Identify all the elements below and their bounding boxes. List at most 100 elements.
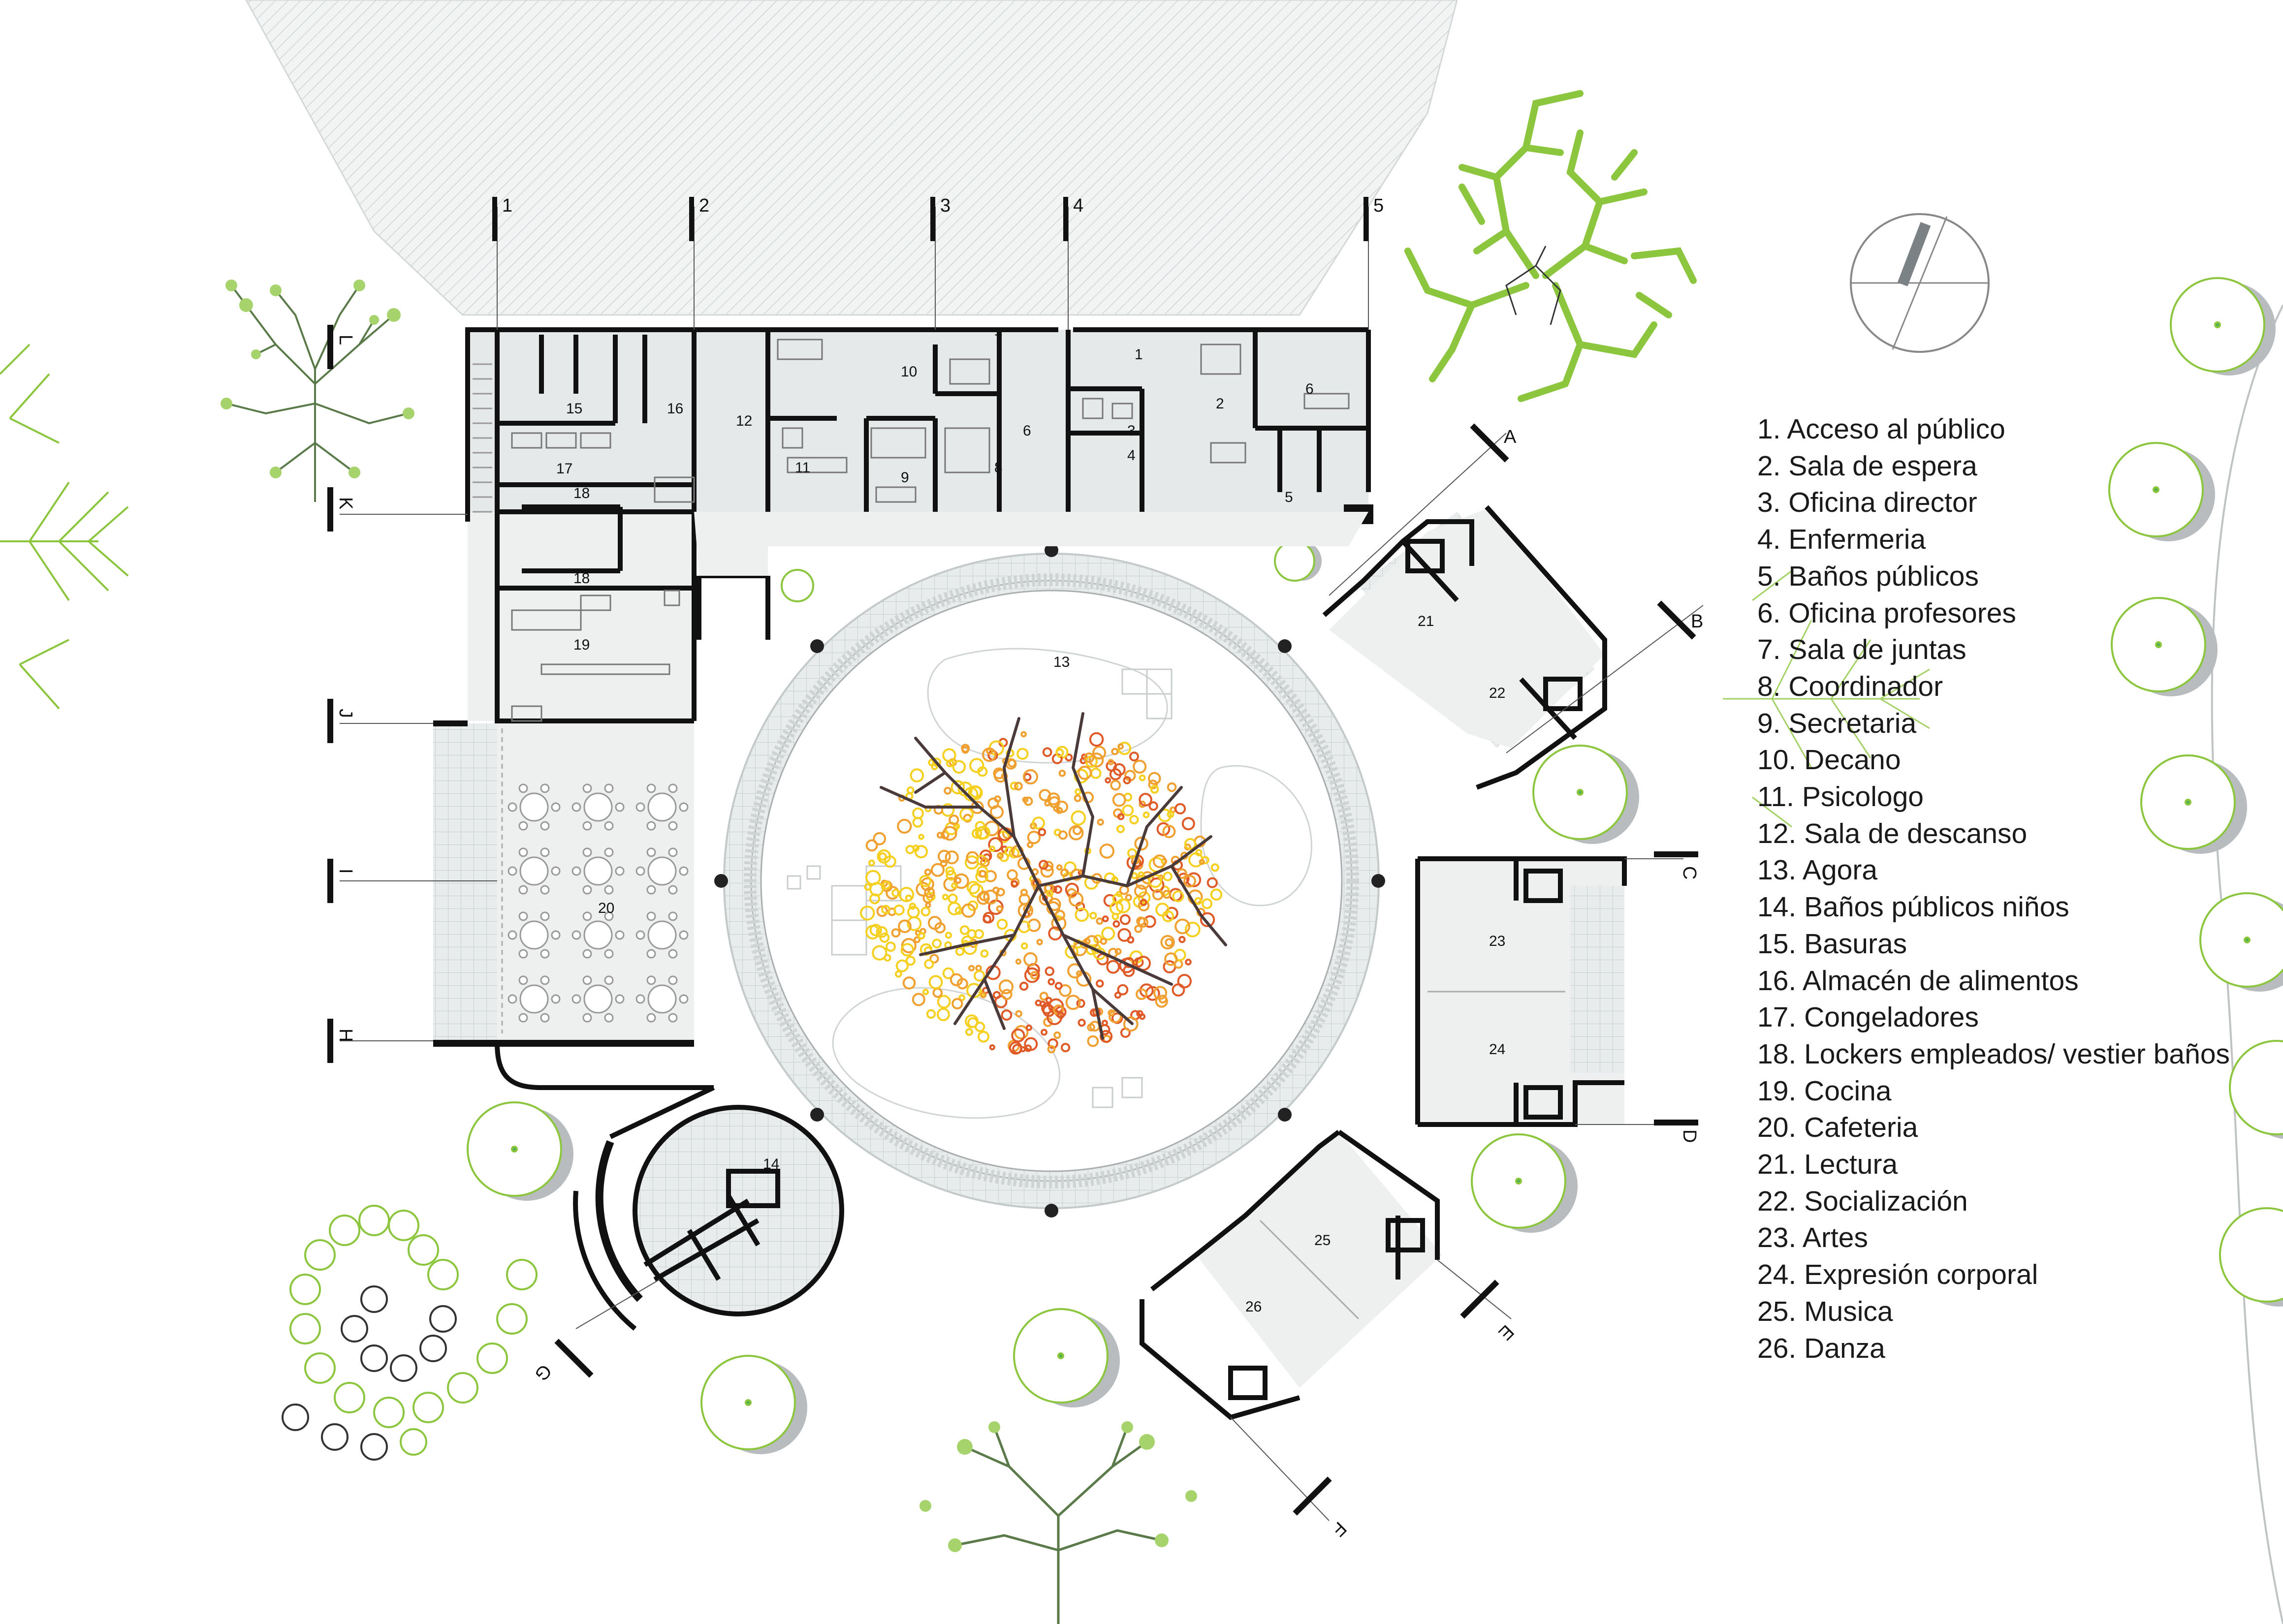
cafeteria-chair bbox=[540, 783, 550, 793]
canopy-dot bbox=[1099, 843, 1115, 859]
canopy-dot bbox=[1102, 915, 1109, 922]
cafeteria-table bbox=[647, 792, 677, 822]
canopy-dot bbox=[970, 786, 982, 798]
cafeteria-table bbox=[647, 856, 677, 886]
canopy-dot bbox=[878, 852, 887, 861]
cafeteria-chair bbox=[540, 847, 550, 857]
cafeteria-table bbox=[647, 920, 677, 950]
axis-D: D bbox=[1575, 1120, 1700, 1143]
shrub bbox=[1013, 1308, 1120, 1407]
cafeteria-chair bbox=[646, 911, 656, 921]
canopy-dot bbox=[1123, 776, 1131, 784]
north-arrow-icon bbox=[1850, 213, 1990, 353]
canopy-dot bbox=[881, 879, 888, 887]
canopy-dot bbox=[1057, 1011, 1065, 1019]
shrub bbox=[2140, 754, 2247, 854]
canopy-dot bbox=[897, 818, 912, 834]
canopy-dot bbox=[1210, 863, 1219, 872]
canopy-dot bbox=[1116, 825, 1125, 833]
canopy-dot bbox=[919, 874, 932, 887]
canopy-dot bbox=[1185, 959, 1192, 966]
axis-C: C bbox=[1624, 851, 1700, 879]
axis-col-4: 4 bbox=[1063, 195, 1083, 330]
canopy-dot bbox=[1105, 777, 1111, 783]
room-number: 23 bbox=[1489, 933, 1505, 949]
child-toilets bbox=[573, 1085, 844, 1331]
cafeteria-chair bbox=[582, 911, 592, 921]
canopy-dot bbox=[1109, 1010, 1122, 1023]
room-number: 20 bbox=[598, 900, 614, 916]
cafeteria-chair bbox=[615, 994, 625, 1004]
canopy-dot bbox=[996, 918, 1008, 930]
room-number: 26 bbox=[1245, 1299, 1262, 1315]
cafeteria-chair bbox=[540, 821, 550, 831]
canopy-dot bbox=[989, 845, 995, 852]
canopy-dot bbox=[961, 903, 976, 918]
svg-text:E: E bbox=[1494, 1321, 1518, 1344]
canopy-dot bbox=[1068, 825, 1084, 841]
canopy-dot bbox=[929, 954, 939, 964]
canopy-dot bbox=[945, 932, 952, 939]
canopy-dot bbox=[961, 744, 970, 753]
cafeteria-chair bbox=[571, 866, 581, 876]
cafeteria-chair bbox=[646, 847, 656, 857]
canopy-dot bbox=[1027, 831, 1041, 844]
cafeteria-table bbox=[519, 984, 549, 1014]
canopy-dot bbox=[1167, 782, 1177, 792]
canopy-dot bbox=[1108, 1009, 1115, 1017]
canopy-dot bbox=[1046, 890, 1053, 897]
canopy-dot bbox=[1058, 770, 1066, 777]
svg-text:4: 4 bbox=[1073, 195, 1083, 216]
cafeteria-chair bbox=[668, 821, 678, 831]
canopy-dot bbox=[1100, 937, 1108, 945]
canopy-dot bbox=[912, 807, 924, 819]
canopy-dot bbox=[974, 970, 985, 982]
canopy-dot bbox=[1074, 769, 1089, 783]
cafeteria-chair bbox=[615, 930, 625, 940]
canopy-dot bbox=[1056, 864, 1063, 871]
canopy-dot bbox=[1117, 813, 1125, 820]
cafeteria-chair bbox=[582, 885, 592, 895]
cafeteria-chair bbox=[518, 949, 528, 959]
canopy-dot bbox=[1195, 849, 1203, 856]
cafeteria-chair bbox=[518, 1013, 528, 1023]
canopy-dot bbox=[927, 916, 942, 930]
canopy-dot bbox=[958, 994, 966, 1001]
canopy-dot bbox=[924, 869, 932, 876]
canopy-dot bbox=[1206, 877, 1218, 888]
canopy-dot bbox=[1060, 868, 1069, 877]
canopy-dot bbox=[1001, 989, 1013, 1000]
canopy-dot bbox=[1053, 1031, 1061, 1039]
canopy-dot bbox=[1047, 978, 1055, 986]
cafeteria-chair bbox=[582, 975, 592, 985]
canopy-dot bbox=[992, 886, 1000, 894]
cafeteria-chair bbox=[668, 1013, 678, 1023]
cafeteria-chair bbox=[518, 783, 528, 793]
canopy-dot bbox=[982, 747, 997, 762]
canopy-dot bbox=[997, 830, 1010, 843]
cafeteria-chair bbox=[668, 847, 678, 857]
cafeteria-chair bbox=[551, 994, 561, 1004]
legend-item: 26. Danza bbox=[1757, 1332, 1885, 1364]
svg-text:5: 5 bbox=[1373, 195, 1384, 216]
axis-A: A bbox=[1329, 423, 1517, 596]
canopy-dot bbox=[1158, 809, 1172, 822]
cafeteria-chair bbox=[582, 949, 592, 959]
canopy-dot bbox=[1089, 911, 1097, 920]
canopy-dot bbox=[1071, 810, 1086, 826]
legend-item: 21. Lectura bbox=[1757, 1149, 1898, 1181]
canopy-dot bbox=[912, 993, 925, 1006]
canopy-dot bbox=[1019, 981, 1029, 991]
axis-row-H: H bbox=[327, 1019, 433, 1063]
canopy-dot bbox=[983, 853, 991, 862]
canopy-dot bbox=[955, 947, 965, 956]
canopy-dot bbox=[988, 837, 1003, 852]
canopy-dot bbox=[1030, 971, 1039, 980]
svg-text:J: J bbox=[335, 709, 356, 718]
agora-contour bbox=[927, 648, 1168, 764]
canopy-dot bbox=[872, 945, 888, 961]
canopy-dot bbox=[1139, 1013, 1146, 1020]
cafeteria-chair bbox=[635, 930, 645, 940]
room-number: 9 bbox=[901, 469, 909, 486]
